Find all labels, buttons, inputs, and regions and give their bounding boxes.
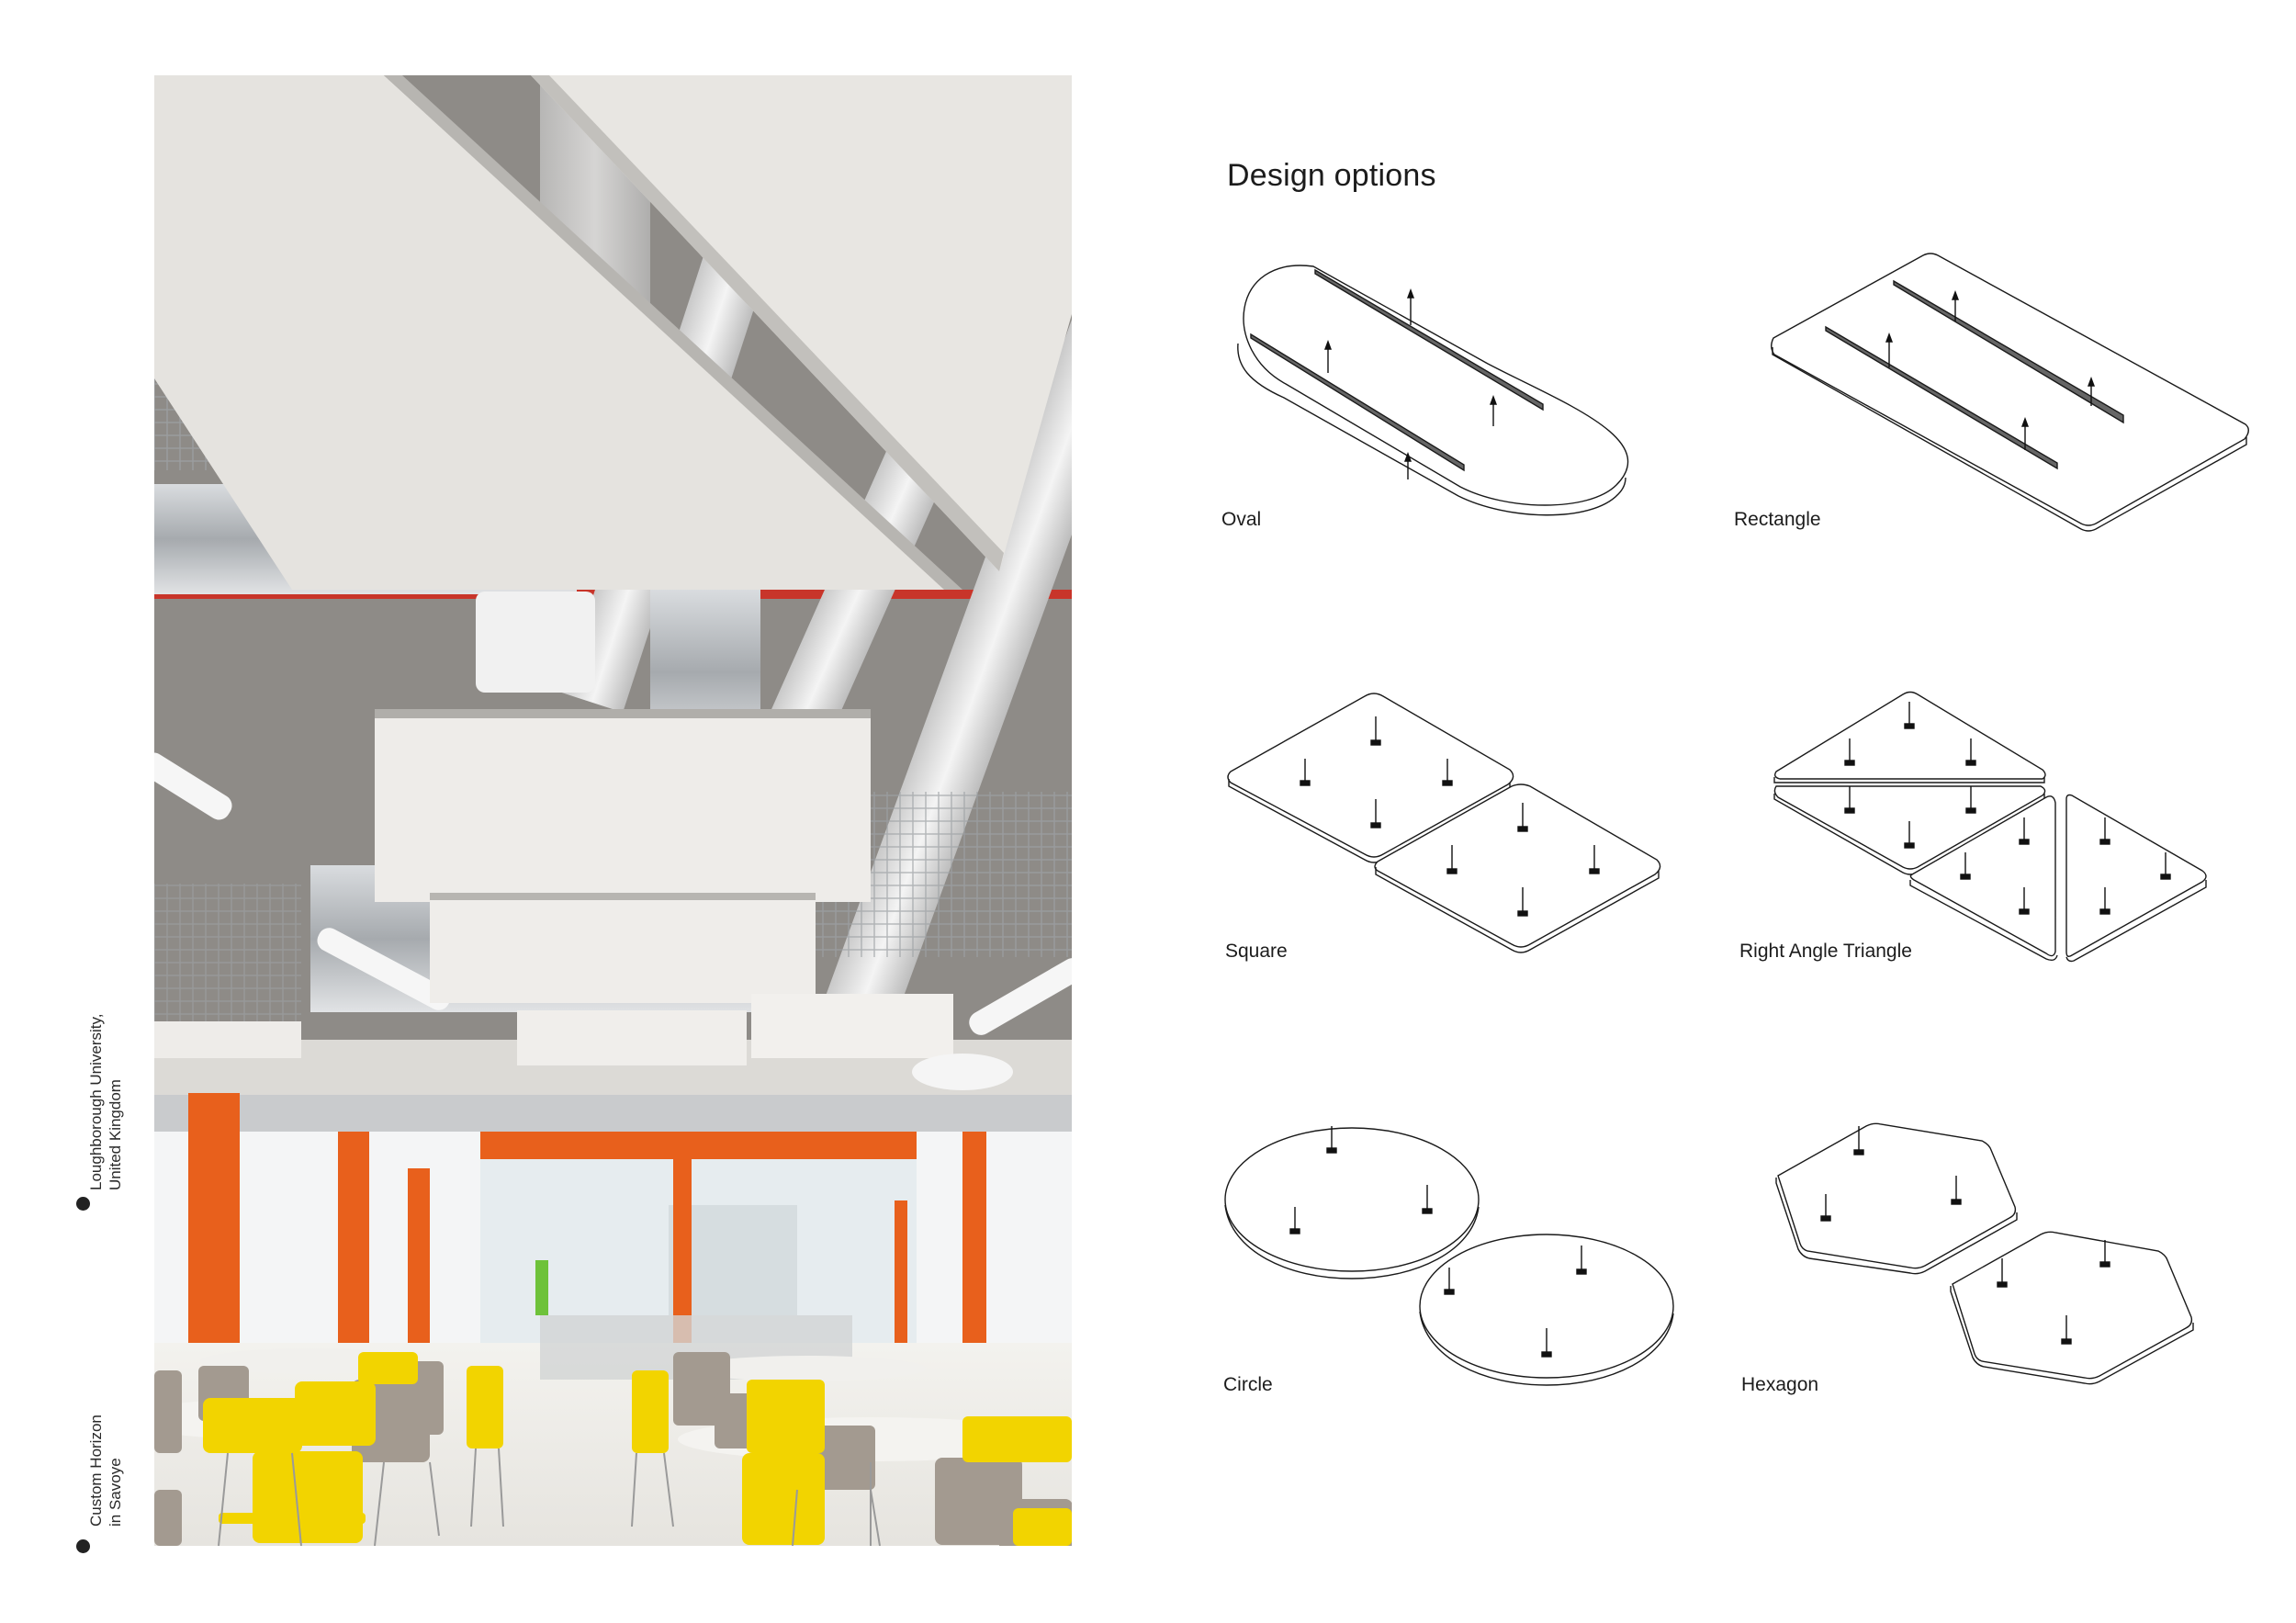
option-label-oval: Oval [1221,509,1262,530]
design-option-circle: Circle [1223,1122,1701,1407]
hanger-icons [1844,702,2171,915]
product-caption-text: Custom Horizon in Savoye [86,1414,125,1527]
rectangle-panel-drawing [1771,253,2249,532]
option-label-hexagon: Hexagon [1741,1374,1819,1395]
hanger-icons [1820,1126,2110,1345]
option-label-rectangle: Rectangle [1734,509,1821,530]
circle-panels-drawing [1224,1126,1674,1386]
photo-illustration [154,75,1072,1546]
location-caption-text: Loughborough University, United Kingdom [86,1014,125,1190]
bullet-dot-icon [76,1197,90,1211]
product-line-2: in Savoye [107,1458,124,1527]
hanger-icons [1289,1126,1587,1358]
design-option-right-angle-triangle: Right Angle Triangle [1739,691,2252,975]
side-caption-location: Loughborough University, United Kingdom [51,1010,125,1222]
location-line-2: United Kingdom [107,1079,124,1190]
side-caption-product: Custom Horizon in Savoye [51,1405,125,1561]
design-option-oval: Oval [1221,265,1662,540]
interior-photo [154,75,1072,1546]
section-title: Design options [1227,158,1436,193]
bullet-dot-icon [76,1539,90,1553]
right-angle-triangle-panels-drawing [1773,691,2207,963]
design-option-square: Square [1225,691,1686,975]
design-option-hexagon: Hexagon [1741,1122,2252,1407]
product-line-1: Custom Horizon [87,1414,105,1527]
location-line-1: Loughborough University, [87,1013,105,1190]
option-label-right-angle-triangle: Right Angle Triangle [1739,941,1912,962]
option-label-square: Square [1225,941,1288,962]
hexagon-panels-drawing [1775,1122,2194,1385]
square-panels-drawing [1227,693,1661,953]
oval-panel-drawing [1237,265,1629,516]
option-label-circle: Circle [1223,1374,1273,1395]
hanger-icons [1300,716,1600,917]
design-option-rectangle: Rectangle [1734,253,2250,540]
